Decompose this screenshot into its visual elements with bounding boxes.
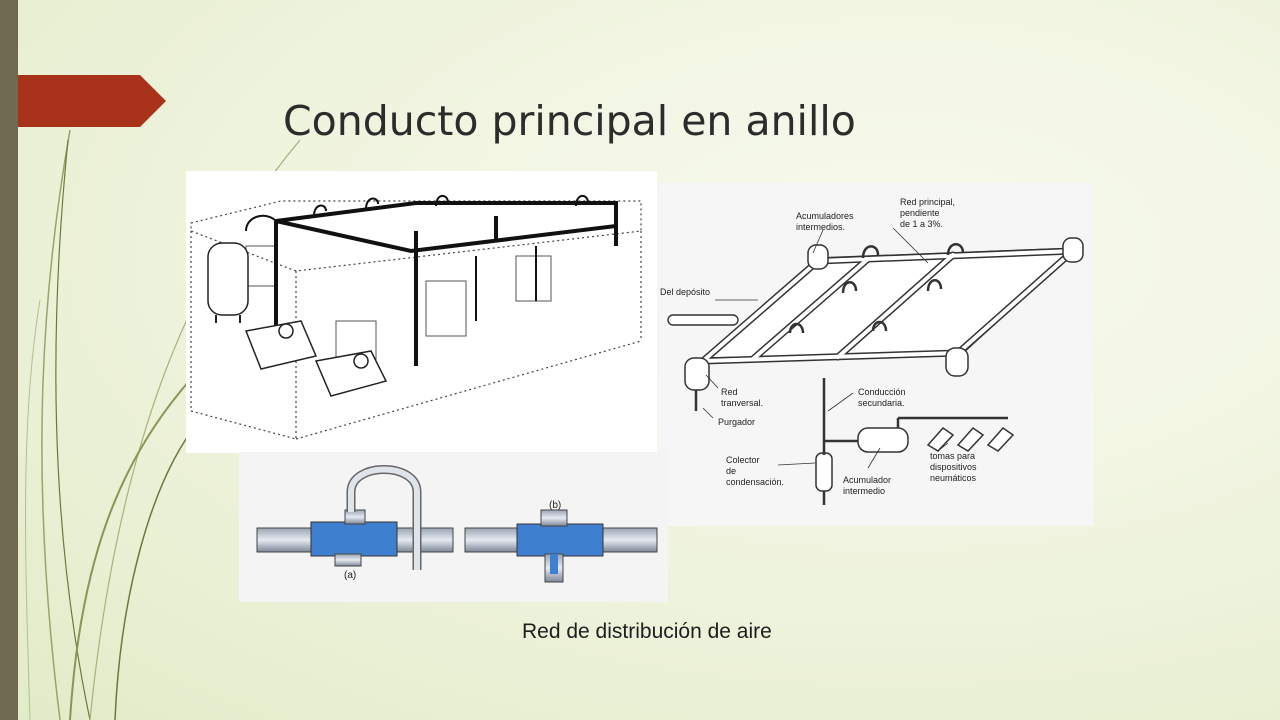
label-main-network-3: de 1 a 3%. [900,219,943,229]
label-collector-3: condensación. [726,477,784,487]
label-detail-a: (a) [344,570,356,581]
label-detail-b: (b) [549,500,561,511]
label-accumulators-2: intermedios. [796,222,845,232]
decorative-leaves [25,129,300,720]
label-accumulators-1: Acumuladores [796,211,854,221]
label-transverse-2: tranversal. [721,398,763,408]
diagram-caption: Red de distribución de aire [522,620,772,643]
label-from-tank: Del depósito [660,287,710,297]
ring-main-building-diagram [186,171,657,453]
label-main-network-2: pendiente [900,208,940,218]
pipe-takeoff-detail-diagram: (a) (b) [239,452,668,602]
label-secondary-1: Conducción [858,387,906,397]
label-outlets-1: tomas para [930,451,975,461]
label-outlets-3: neumáticos [930,473,977,483]
distribution-network-diagram: Del depósito Acumuladores intermedios. R… [658,183,1093,526]
label-collector-2: de [726,466,736,476]
label-transverse-1: Red [721,387,738,397]
left-accent-bar [0,0,18,720]
slide-title: Conducto principal en anillo [283,97,856,146]
label-secondary-2: secundaria. [858,398,905,408]
label-outlets-2: dispositivos [930,462,977,472]
label-main-network-1: Red principal, [900,197,955,207]
label-collector-1: Colector [726,455,760,465]
title-accent-tab [18,75,166,127]
label-accumulator-2: intermedio [843,486,885,496]
label-accumulator-1: Acumulador [843,475,891,485]
label-drain: Purgador [718,417,755,427]
